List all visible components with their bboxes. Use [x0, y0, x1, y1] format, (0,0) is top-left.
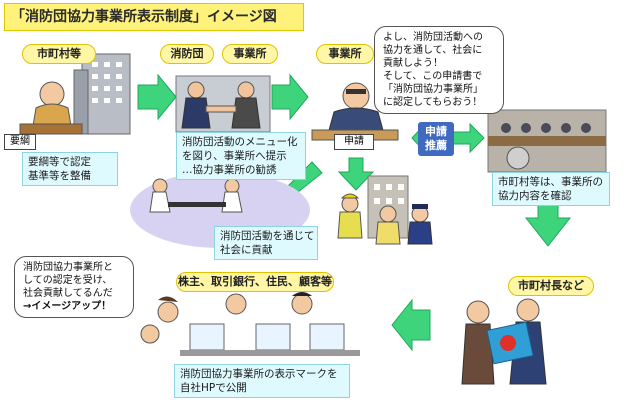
arrow-right-1 — [137, 73, 177, 121]
tag-mayor: 市町村長など — [508, 276, 594, 296]
page-title: 「消防団協力事業所表示制度」イメージ図 — [4, 3, 304, 31]
tag-fire-corps: 消防団 — [160, 44, 214, 64]
arrow-left-bottom — [391, 298, 431, 352]
people-computers-illustration — [140, 292, 360, 356]
arrow-down-center — [337, 157, 375, 191]
official-figure — [19, 81, 83, 135]
publish-box: 消防団協力事業所の表示マークを自社HPで公開 — [174, 364, 350, 398]
yoko-label: 要綱 — [4, 134, 36, 150]
tag-stakeholders: 株主、取引銀行、住民、顧客等 — [176, 272, 334, 292]
tag-municipality: 市町村等 — [22, 44, 96, 64]
workers-illustration — [337, 175, 433, 245]
speech-bubble-company: 消防団協力事業所としての認定を受け、社会貢献してるんだ →イメージアップ！ — [14, 256, 134, 318]
fire-corps-runners — [149, 178, 243, 213]
handshake-illustration — [175, 75, 271, 133]
tag-business-1: 事業所 — [222, 44, 278, 64]
contribution-box: 消防団活動を通じて社会に貢献 — [214, 226, 318, 260]
confirm-box: 市町村等は、事業所の協力内容を確認 — [492, 172, 610, 206]
tag-business-2: 事業所 — [316, 44, 374, 64]
apply-recommend-badge: 申請 推薦 — [418, 122, 454, 156]
mayor-illustration — [461, 298, 547, 385]
application-label: 申請 — [334, 134, 374, 150]
arrow-right-2 — [271, 73, 309, 121]
menu-box: 消防団活動のメニュー化を図り、事業所へ提示…協力事業所の勧誘 — [176, 132, 306, 180]
criteria-box: 要綱等で認定基準等を整備 — [22, 152, 118, 186]
meeting-illustration — [487, 109, 607, 173]
speech-bubble-business: よし、消防団活動への協力を通して、社会に貢献しよう！ そして、この申請書で「消防… — [374, 26, 504, 114]
building-illustration — [73, 53, 131, 135]
